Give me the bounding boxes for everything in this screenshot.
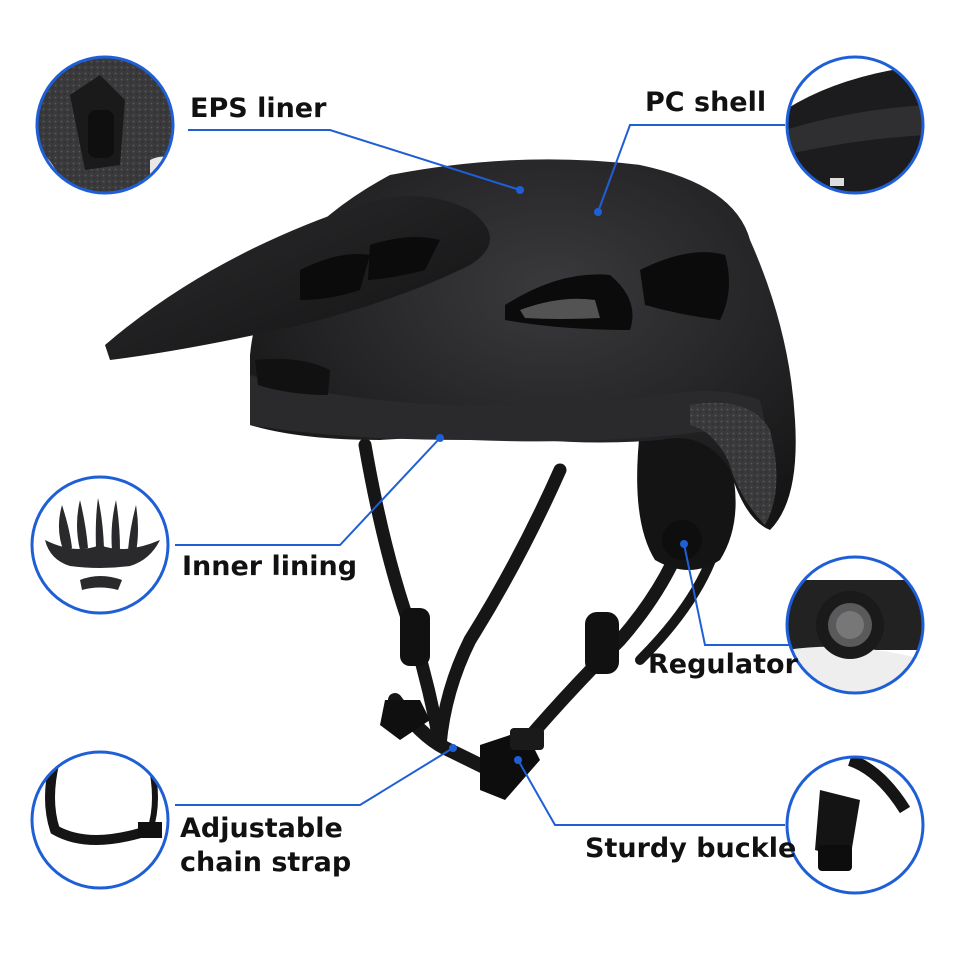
strap-divider-left (400, 608, 430, 666)
anchor-dots (436, 186, 688, 764)
regulator-dial (662, 520, 702, 560)
label-adjustable-line2: chain strap (180, 847, 352, 878)
visor (105, 196, 490, 360)
chin-strap-closeup-icon (30, 750, 170, 890)
buckle (480, 728, 544, 800)
label-eps-liner: EPS liner (190, 93, 327, 124)
eps-foam-closeup-icon (35, 55, 175, 195)
inner-lining-pads-icon (30, 475, 170, 615)
label-adjustable-chain-strap: Adjustable chain strap (180, 812, 351, 880)
strap-divider-right (585, 612, 619, 674)
label-adjustable-line1: Adjustable (180, 813, 343, 844)
regulator-dial-icon (785, 555, 925, 695)
helmet-illustration (105, 159, 796, 800)
buckle-closeup-icon (785, 755, 925, 895)
leader-lines (175, 124, 790, 826)
label-sturdy-buckle: Sturdy buckle (585, 833, 797, 864)
label-pc-shell: PC shell (645, 87, 767, 118)
label-regulator: Regulator (648, 649, 798, 680)
label-inner-lining: Inner lining (182, 551, 358, 582)
pc-shell-closeup-icon (785, 55, 925, 195)
